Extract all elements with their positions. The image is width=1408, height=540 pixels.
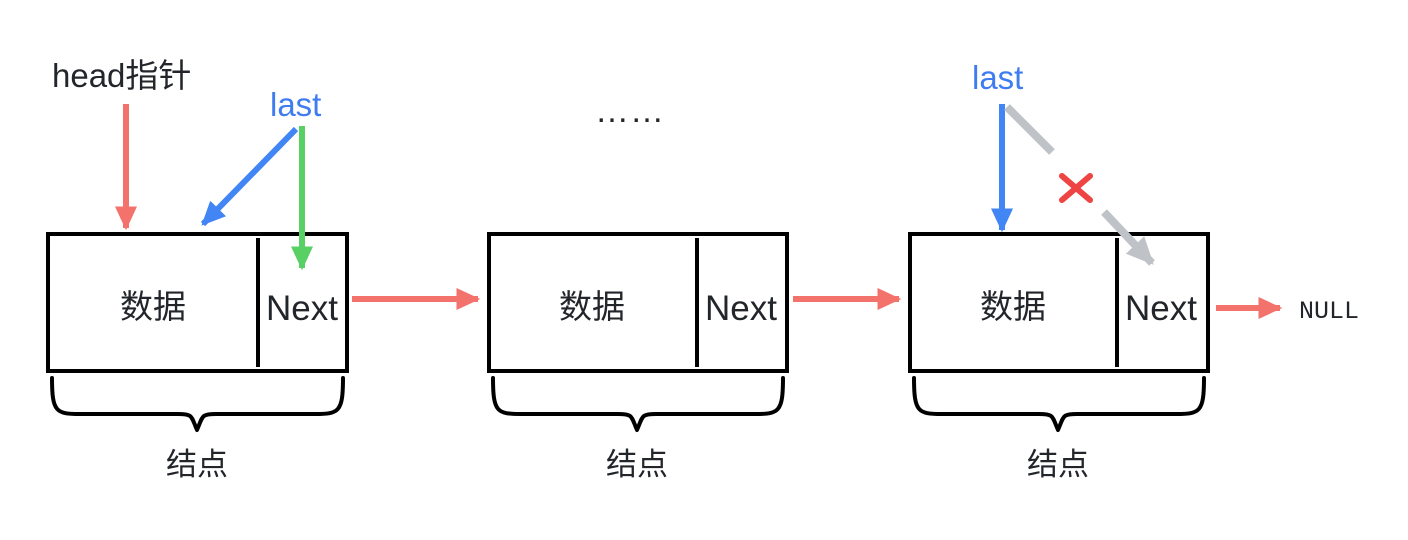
node-1-brace (50, 376, 345, 432)
node-2-box (487, 232, 789, 373)
broken-link-cross-icon (1059, 173, 1093, 203)
node-1-brace-label: 结点 (166, 447, 228, 482)
node-3-brace (912, 376, 1206, 432)
broken-link-segment-lower (1101, 209, 1155, 266)
node-3-next-label: Next (1125, 289, 1197, 328)
node-2-next-label: Next (705, 289, 777, 328)
node-1-next-label: Next (266, 289, 338, 328)
head-pointer-label: head指针 (52, 57, 191, 94)
node-2-brace-label: 结点 (606, 447, 668, 482)
node-3-brace-label: 结点 (1027, 447, 1089, 482)
node-3-data-label: 数据 (980, 288, 1046, 325)
node-1-group: 数据 Next 结点 (46, 232, 349, 482)
node-1-data-label: 数据 (120, 288, 186, 325)
node-2-brace (491, 376, 785, 432)
node-2-data-label: 数据 (559, 288, 625, 325)
broken-link-segment-upper (1004, 104, 1055, 155)
node-3-group: 数据 Next 结点 (908, 232, 1210, 482)
ellipsis-label: …… (595, 92, 665, 130)
last-pointer-left-label: last (270, 86, 321, 123)
last-pointer-right-label: last (972, 59, 1023, 96)
node-1-box (46, 232, 349, 373)
node-3-box (908, 232, 1210, 373)
node-2-group: 数据 Next 结点 (487, 232, 789, 482)
last-pointer-left-arrow (200, 126, 299, 227)
null-terminator-label: NULL (1299, 297, 1359, 326)
